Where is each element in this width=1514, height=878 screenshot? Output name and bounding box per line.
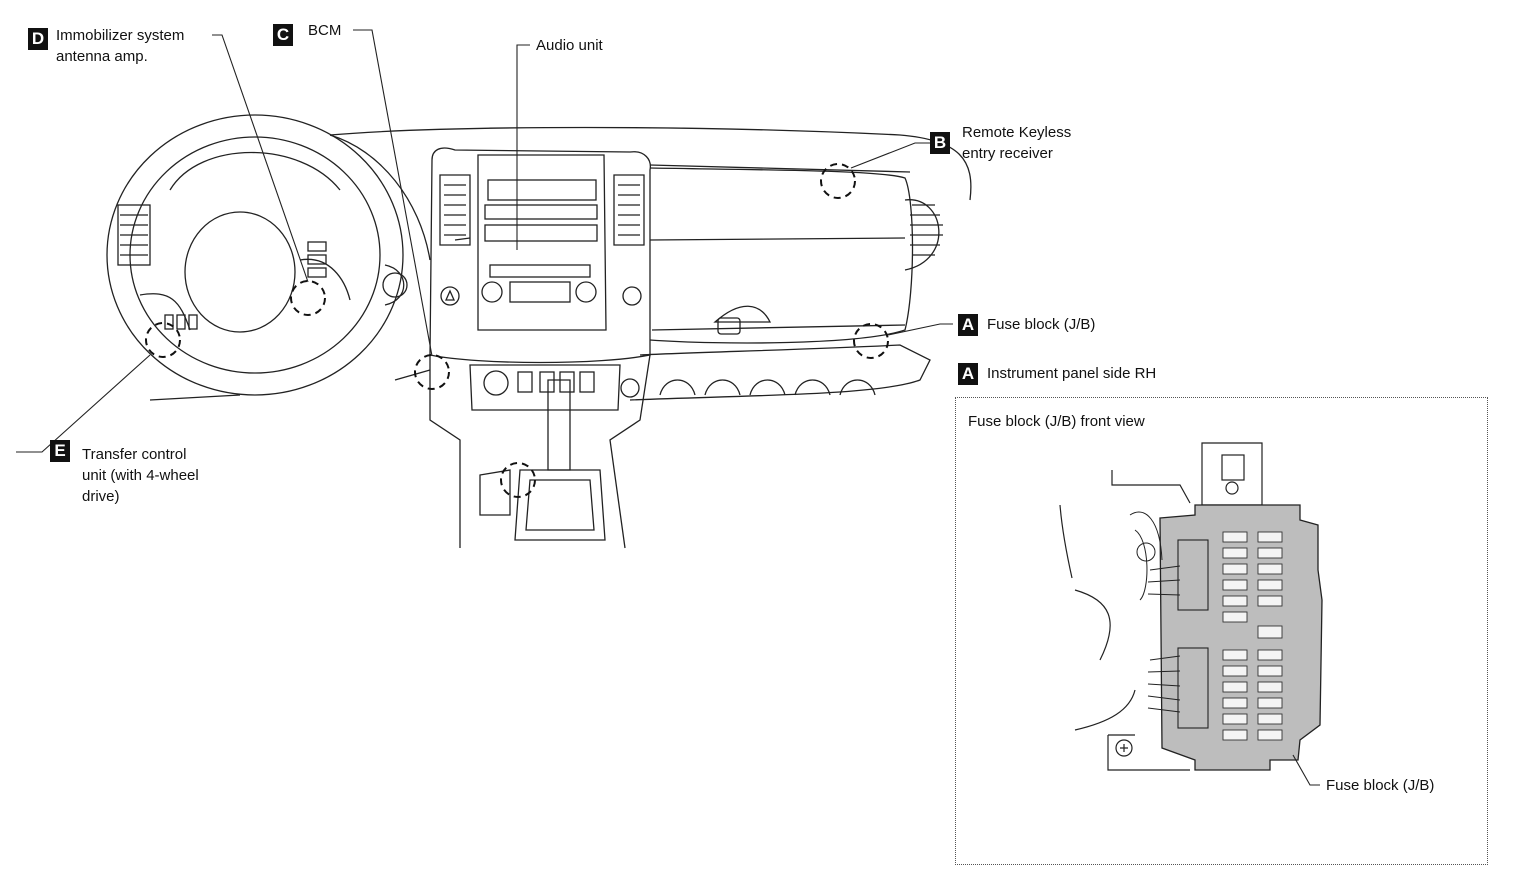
center-stack: [429, 147, 651, 364]
badge-b: B: [930, 132, 950, 154]
inset-title: Fuse block (J/B) front view: [968, 413, 1145, 430]
callout-transfer-control-unit: Transfer control unit (with 4-wheel driv…: [82, 446, 199, 505]
fuse-block-drawing: [1059, 442, 1263, 771]
callout-fuse-block: Fuse block (J/B): [987, 316, 1096, 333]
callout-remote-keyless-entry-receiver: Remote Keyless entry receiver: [962, 124, 1072, 162]
steering-hub: [184, 211, 296, 333]
callout-immobilizer-antenna-amp: Immobilizer system antenna amp.: [56, 27, 185, 65]
inset-leader-line: [1292, 754, 1320, 786]
callout-instrument-panel-side-rh: Instrument panel side RH: [987, 365, 1157, 382]
callout-bcm: BCM: [308, 22, 342, 39]
right-vent: [904, 199, 940, 271]
callout-audio-unit: Audio unit: [536, 37, 603, 54]
badge-c: C: [273, 24, 293, 46]
location-marker-d: [290, 280, 326, 316]
badge-a-instrument-panel: A: [958, 363, 978, 385]
badge-e: E: [50, 440, 70, 462]
location-marker-transfer: [500, 462, 536, 498]
location-marker-c: [414, 354, 450, 390]
badge-a-fuse-block: A: [958, 314, 978, 336]
fuse-block-inset-panel: [955, 397, 1488, 865]
fuse-block-body: [1129, 504, 1323, 771]
inset-fuse-block-callout: Fuse block (J/B): [1326, 777, 1435, 794]
location-marker-b: [820, 163, 856, 199]
badge-d: D: [28, 28, 48, 50]
glovebox: [649, 167, 914, 344]
dash-top-line: [329, 126, 972, 201]
location-marker-a: [853, 323, 889, 359]
leader-lines: [16, 29, 953, 453]
location-marker-e: [145, 322, 181, 358]
steering-wheel: [106, 114, 404, 396]
